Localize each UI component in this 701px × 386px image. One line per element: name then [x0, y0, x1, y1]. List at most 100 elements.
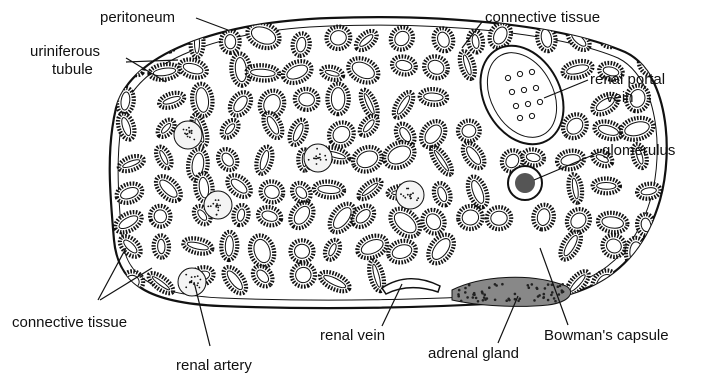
- label-connective-tissue-bottom: connective tissue: [12, 314, 127, 331]
- stipple-dot: [190, 130, 192, 132]
- label-renal-portal-vein-line2: vein: [606, 89, 634, 106]
- stipple-dot: [197, 275, 199, 277]
- stipple-dot: [217, 205, 219, 207]
- label-glomerulus: glomerulus: [602, 142, 675, 159]
- stipple-dot: [416, 199, 418, 201]
- label-uriniferous-tubule-line1: uriniferous: [30, 43, 100, 60]
- stipple-dot: [218, 199, 220, 201]
- stipple-dot: [316, 148, 318, 150]
- adrenal-stipple: [553, 297, 556, 300]
- portal-vessel-dot: [509, 89, 514, 94]
- tubule-lumen: [638, 31, 660, 58]
- stipple-dot: [314, 158, 316, 160]
- stipple-dot: [191, 276, 193, 278]
- adrenal-stipple: [531, 283, 534, 286]
- stipple-dot: [188, 130, 190, 132]
- portal-vessel-dot: [529, 69, 534, 74]
- adrenal-stipple: [475, 297, 478, 300]
- label-bowmans-capsule: Bowman's capsule: [544, 327, 669, 344]
- stipple-dot: [191, 132, 193, 134]
- stipple-dot: [199, 287, 201, 289]
- stipple-dot: [325, 159, 327, 161]
- adrenal-stipple: [508, 299, 511, 302]
- stipple-dot: [193, 139, 195, 141]
- label-uriniferous-tubule-line2: tubule: [52, 61, 93, 78]
- adrenal-stipple: [472, 296, 475, 299]
- stipple-dot: [404, 197, 406, 199]
- glomerulus-structure: [508, 166, 542, 200]
- stipple-dot: [187, 136, 189, 138]
- adrenal-stipple: [543, 296, 546, 299]
- adrenal-stipple: [535, 287, 538, 290]
- adrenal-stipple: [501, 283, 504, 286]
- stipple-dot: [400, 193, 402, 195]
- adrenal-stipple: [466, 296, 469, 299]
- stipple-dot: [215, 199, 217, 201]
- adrenal-stipple: [559, 285, 562, 288]
- tubule-section: [486, 207, 512, 230]
- adrenal-stipple: [554, 300, 557, 303]
- label-connective-tissue-top: connective tissue: [485, 9, 600, 26]
- adrenal-stipple: [488, 286, 491, 289]
- adrenal-stipple: [550, 294, 553, 297]
- stipple-dot: [217, 207, 219, 209]
- stipple-dot: [189, 136, 191, 138]
- stipple-dot: [319, 153, 321, 155]
- stipple-dot: [196, 285, 198, 287]
- adrenal-stipple: [543, 293, 546, 296]
- stipple-dot: [412, 192, 414, 194]
- tubule-section: [635, 260, 660, 293]
- stipple-dot: [210, 205, 212, 207]
- adrenal-stipple: [547, 299, 550, 302]
- tubule-section: [123, 29, 142, 53]
- stipple-dot: [410, 197, 412, 199]
- stipple-dot: [207, 206, 209, 208]
- adrenal-stipple: [458, 289, 461, 292]
- adrenal-stipple: [527, 284, 530, 287]
- adrenal-stipple: [468, 284, 471, 287]
- stipple-dot: [215, 205, 217, 207]
- portal-vessel-dot: [505, 75, 510, 80]
- adrenal-stipple: [561, 283, 564, 286]
- adrenal-stipple: [514, 293, 517, 296]
- stipple-dot: [212, 203, 214, 205]
- stipple-dot: [183, 129, 185, 131]
- stipple-dot: [407, 194, 409, 196]
- adrenal-stipple: [464, 287, 467, 290]
- tubule-section: [635, 213, 656, 238]
- leader-peritoneum: [196, 18, 228, 30]
- portal-vessel-dot: [517, 115, 522, 120]
- portal-vessel-dot: [521, 87, 526, 92]
- adrenal-stipple: [528, 286, 531, 289]
- stipple-dot: [319, 157, 321, 159]
- round-body: [174, 121, 202, 149]
- adrenal-stipple: [544, 287, 547, 290]
- stipple-dot: [185, 133, 187, 135]
- adrenal-stipple: [473, 294, 476, 297]
- adrenal-stipple: [477, 300, 480, 303]
- adrenal-stipple: [561, 291, 564, 294]
- adrenal-stipple: [558, 293, 561, 296]
- stipple-dot: [189, 282, 191, 284]
- label-renal-portal-vein-line1: renal portal: [590, 71, 665, 88]
- portal-vessel-dot: [525, 101, 530, 106]
- stipple-dot: [320, 159, 322, 161]
- tubule-lumen: [127, 33, 136, 48]
- stipple-dot: [200, 279, 202, 281]
- label-renal-artery: renal artery: [176, 357, 252, 374]
- stipple-dot: [216, 214, 218, 216]
- adrenal-stipple: [481, 292, 484, 295]
- tubule-section: [327, 84, 348, 115]
- stipple-dot: [189, 132, 191, 134]
- adrenal-stipple: [537, 295, 540, 298]
- tubule-lumen: [601, 27, 621, 46]
- stipple-dot: [185, 286, 187, 288]
- stipple-dot: [197, 282, 199, 284]
- stipple-dot: [409, 196, 411, 198]
- label-renal-vein: renal vein: [320, 327, 385, 344]
- portal-vessel-dot: [533, 85, 538, 90]
- portal-vessel-dot: [529, 113, 534, 118]
- portal-vessel-dot: [517, 71, 522, 76]
- adrenal-stipple: [464, 291, 467, 294]
